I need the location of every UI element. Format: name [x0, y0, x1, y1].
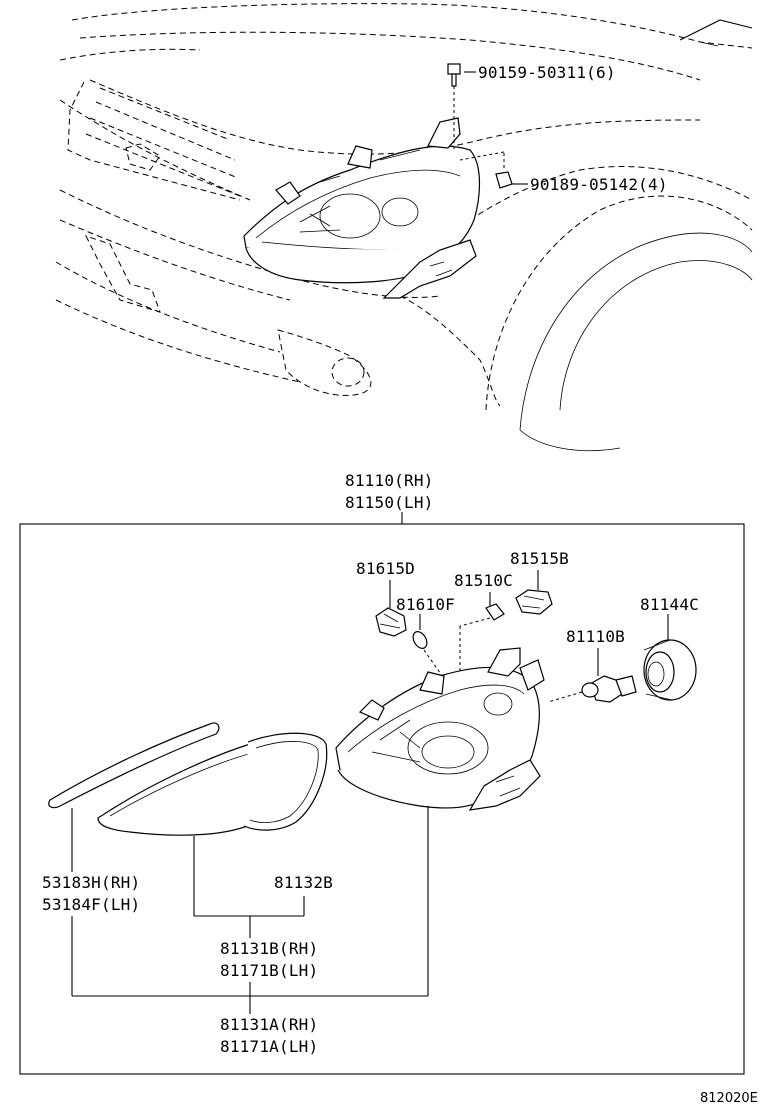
nut-90189 — [459, 151, 513, 189]
label-nut: 90189-05142(4) — [530, 175, 668, 194]
bolt-90159 — [447, 63, 461, 150]
label-gasket-rh: 53183H(RH) — [42, 873, 140, 892]
label-bolt: 90159-50311(6) — [478, 63, 616, 82]
bulb-81110b — [547, 648, 637, 703]
label-bulb-b: 81110B — [566, 627, 625, 646]
leader-lines — [71, 806, 429, 1014]
bulb-81610f — [412, 614, 453, 691]
headlamp-in-car — [243, 117, 481, 299]
label-seal: 81132B — [274, 873, 333, 892]
label-unit-rh: 81131A(RH) — [220, 1015, 318, 1034]
label-lens-lh: 81171B(LH) — [220, 961, 318, 980]
seal-81132b — [243, 732, 328, 831]
socket-81515b — [515, 570, 553, 615]
label-assembly-rh: 81110(RH) — [345, 471, 434, 490]
label-cap: 81144C — [640, 595, 699, 614]
gasket-53183h — [48, 722, 220, 809]
assembly-frame — [19, 523, 745, 1075]
label-assembly-lh: 81150(LH) — [345, 493, 434, 512]
car-front-outline — [55, 3, 753, 452]
headlamp-housing — [335, 647, 545, 811]
label-bulb-f: 81610F — [396, 595, 455, 614]
label-unit-lh: 81171A(LH) — [220, 1037, 318, 1056]
label-socket-d: 81615D — [356, 559, 415, 578]
label-gasket-lh: 53184F(LH) — [42, 895, 140, 914]
cap-81144c — [643, 614, 697, 701]
label-socket-b: 81515B — [510, 549, 569, 568]
socket-81615d — [375, 580, 407, 637]
label-lens-rh: 81131B(RH) — [220, 939, 318, 958]
label-bulb-c: 81510C — [454, 571, 513, 590]
diagram-code: 812020E — [700, 1091, 758, 1106]
